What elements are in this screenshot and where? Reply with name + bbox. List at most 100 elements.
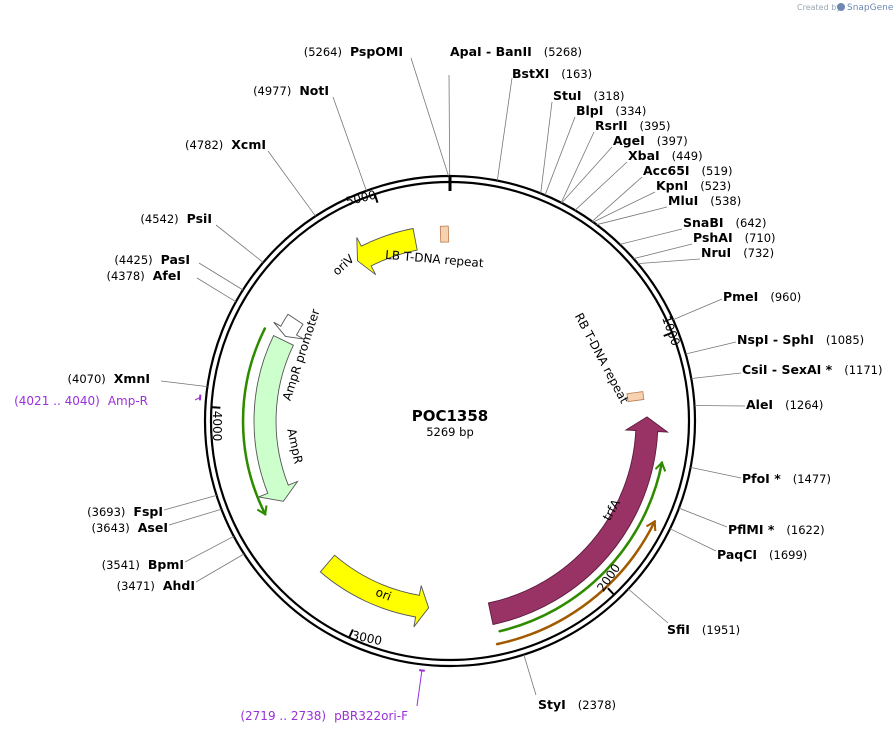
site-position: (163): [561, 67, 592, 81]
site-sfii[interactable]: SfiI(1951): [667, 622, 740, 637]
site-leader-line: [690, 467, 742, 479]
feature-lb-repeat[interactable]: [439, 225, 450, 243]
feature-ori[interactable]: [319, 554, 430, 628]
site-name: RsrII: [595, 118, 628, 133]
site-nspi[interactable]: NspI - SphI (1085): [737, 332, 864, 347]
site-name: NspI - SphI: [737, 332, 814, 347]
site-leader-line: [195, 553, 245, 583]
site-leader-line: [669, 528, 717, 552]
site-position: (1085): [826, 333, 864, 347]
site-name: PspOMI: [350, 44, 403, 59]
site-acc65i[interactable]: Acc65I(519): [643, 163, 732, 178]
site-leader-line: [198, 262, 244, 291]
tick-label: 5000: [345, 188, 378, 209]
site-apai[interactable]: ApaI - BanII(5268): [450, 44, 582, 59]
feature-ampr-promoter[interactable]: [273, 313, 304, 340]
primer-range: (4021 .. 4040): [14, 394, 100, 408]
site-pflmi[interactable]: PflMI *(1622): [728, 522, 825, 537]
site-leader-line: [163, 495, 217, 511]
site-name: NruI: [701, 245, 731, 260]
site-name: XmnI: [114, 371, 150, 386]
site-leader-line: [160, 380, 208, 387]
site-agei[interactable]: AgeI(397): [613, 133, 688, 148]
snapgene-watermark: Created by SnapGene: [797, 3, 894, 13]
site-position: (1622): [786, 523, 824, 537]
site-position: (1264): [785, 398, 823, 412]
feature-box: [626, 391, 645, 403]
orf-arc: [498, 461, 664, 633]
feature-rb-repeat[interactable]: [626, 391, 645, 403]
site-pshai[interactable]: PshAI(710): [693, 230, 776, 245]
site-stui[interactable]: StuI(318): [553, 88, 624, 103]
site-position: (5264): [304, 45, 342, 59]
site-position: (4378): [107, 269, 145, 283]
site-position: (4542): [140, 212, 178, 226]
site-xbai[interactable]: XbaI(449): [628, 148, 703, 163]
feature-label: AmpR: [284, 427, 305, 465]
site-bstxi[interactable]: BstXI(163): [512, 66, 592, 81]
site-name: KpnI: [656, 178, 688, 193]
site-name: PshAI: [693, 230, 733, 245]
primer-layer: Amp-R(4021 .. 4040) pBR322ori-F(2719 .. 2…: [14, 394, 425, 723]
site-name: PaqCI: [717, 547, 757, 562]
site-xmni[interactable]: XmnI(4070): [68, 371, 150, 386]
tick-mark: [374, 194, 379, 204]
site-kpni[interactable]: KpnI (523): [656, 178, 731, 193]
site-name: AfeI: [153, 268, 181, 283]
feature-arrow: [487, 416, 670, 626]
site-leader-line: [628, 588, 669, 624]
site-name: SnaBI: [683, 215, 724, 230]
site-fspi[interactable]: FspI(3693): [87, 504, 163, 519]
site-leader-line: [685, 341, 737, 355]
site-name: ApaI - BanII: [450, 44, 532, 59]
site-pasi[interactable]: PasI(4425): [114, 252, 190, 267]
site-csii[interactable]: CsiI - SexAI *(1171): [742, 362, 882, 377]
primer-pbr322ori-primer[interactable]: pBR322ori-F(2719 .. 2738): [240, 709, 408, 723]
site-pmei[interactable]: PmeI(960): [723, 289, 801, 304]
site-position: (334): [615, 104, 646, 118]
site-leader-line: [592, 191, 656, 223]
site-position: (1951): [702, 623, 740, 637]
site-leader-line: [637, 258, 701, 264]
site-name: PsiI: [187, 211, 212, 226]
site-asei[interactable]: AseI(3643): [92, 520, 169, 535]
site-paqci[interactable]: PaqCI(1699): [717, 547, 807, 562]
tick-label: 3000: [350, 628, 383, 648]
site-leader-line: [540, 101, 553, 194]
orf-arrowhead: [645, 519, 657, 532]
site-mlui[interactable]: MluI(538): [668, 193, 741, 208]
site-alei[interactable]: AleI (1264): [746, 397, 823, 412]
site-psii[interactable]: PsiI (4542): [140, 211, 212, 226]
site-leader-line: [523, 654, 537, 696]
primer-leader-line: [194, 397, 201, 401]
site-name: PmeI: [723, 289, 758, 304]
feature-box: [439, 225, 450, 243]
site-noti[interactable]: NotI(4977): [253, 83, 329, 98]
primer-ampr-primer[interactable]: Amp-R(4021 .. 4040): [14, 394, 148, 408]
site-pfoi[interactable]: PfoI *(1477): [742, 471, 831, 486]
feature-ampr[interactable]: [253, 334, 299, 502]
site-position: (318): [594, 89, 625, 103]
site-position: (3471): [117, 579, 155, 593]
site-snabi[interactable]: SnaBI(642): [683, 215, 766, 230]
feature-trfa[interactable]: [487, 416, 670, 626]
site-pspomi[interactable]: PspOMI (5264): [304, 44, 403, 59]
site-blpi[interactable]: BlpI(334): [576, 103, 646, 118]
feature-label: oriV: [330, 251, 358, 278]
site-name: AleI: [746, 397, 773, 412]
site-rsrii[interactable]: RsrII(395): [595, 118, 670, 133]
site-afei[interactable]: AfeI (4378): [107, 268, 182, 283]
site-position: (1171): [844, 363, 882, 377]
site-position: (523): [700, 179, 731, 193]
site-leader-line: [633, 243, 693, 260]
site-nrui[interactable]: NruI(732): [701, 245, 774, 260]
site-xcmi[interactable]: XcmI(4782): [185, 137, 266, 152]
site-name: NotI: [299, 83, 329, 98]
site-ahdi[interactable]: AhdI(3471): [117, 578, 195, 593]
site-styi[interactable]: StyI(2378): [538, 697, 616, 712]
site-leader-line: [678, 507, 728, 528]
site-bpmi[interactable]: BpmI(3541): [102, 557, 184, 572]
feature-oriv[interactable]: [356, 227, 418, 276]
watermark-prefix: Created by: [797, 3, 841, 12]
